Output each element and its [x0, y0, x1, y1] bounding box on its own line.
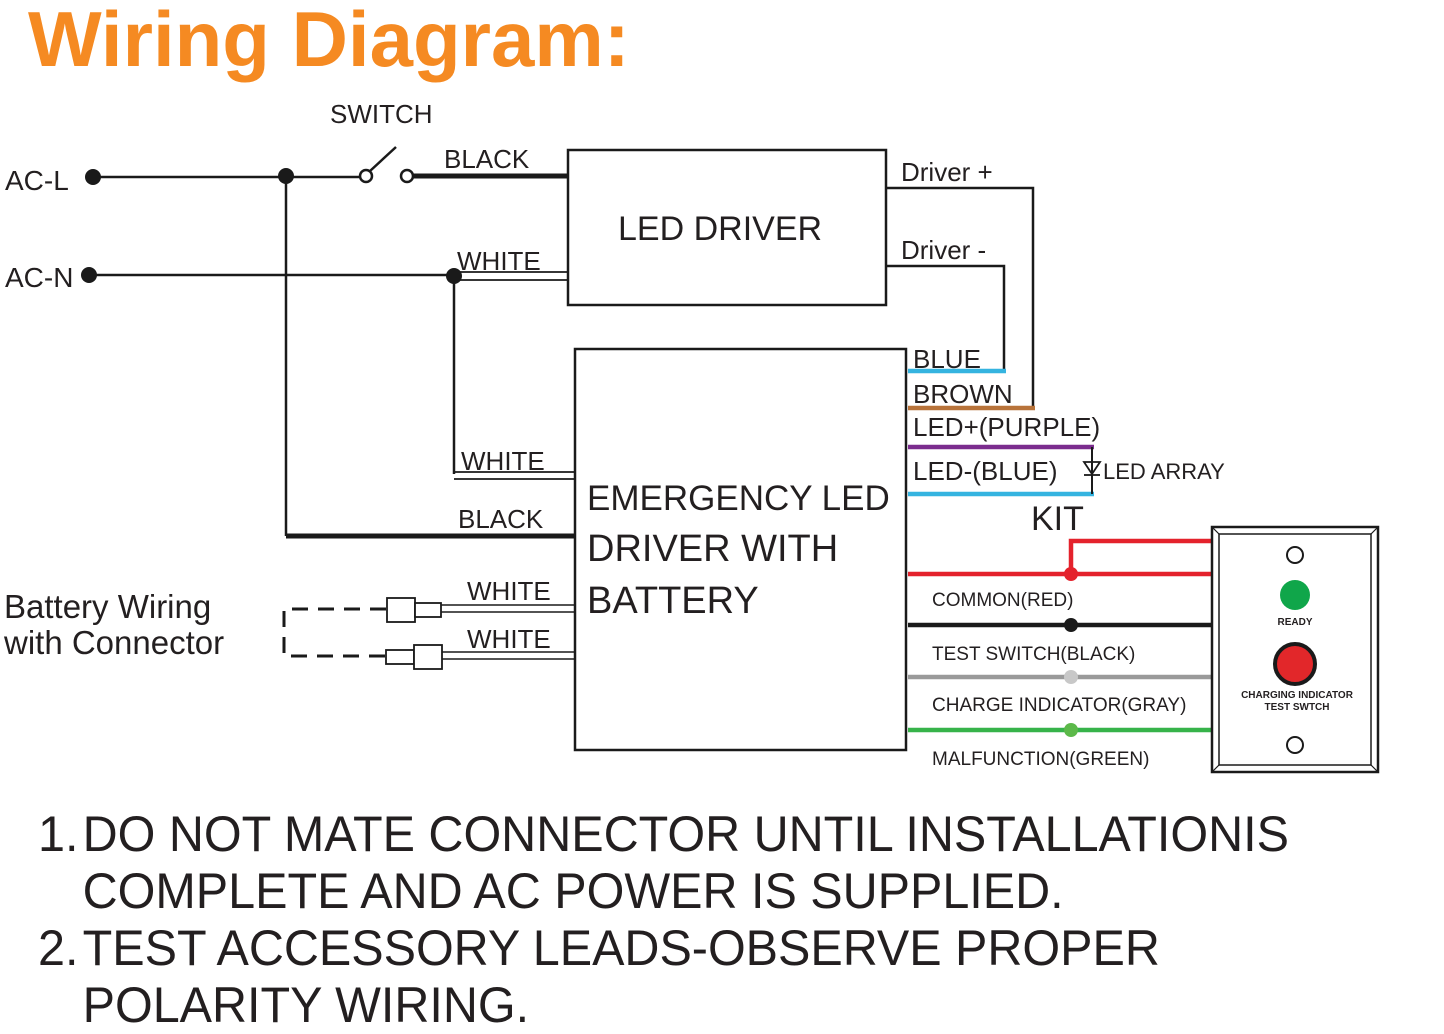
- driver-plus-wire: [886, 186, 1035, 406]
- led-diode-icon: [1082, 461, 1102, 476]
- driver-plus-label: Driver +: [901, 157, 993, 187]
- ac-l-label: AC-L: [5, 165, 69, 196]
- battery-white-label-1: WHITE: [467, 576, 551, 606]
- note-2-number: 2.: [38, 920, 79, 976]
- led-driver-label: LED DRIVER: [618, 210, 822, 248]
- driver-minus-label: Driver -: [901, 235, 986, 265]
- charging-indicator-label: CHARGING INDICATOR: [1241, 690, 1354, 701]
- note-2-line-2: POLARITY WIRING.: [82, 977, 530, 1033]
- plate-screw-bottom-icon: [1286, 736, 1304, 754]
- led-array-label: LED ARRAY: [1103, 459, 1225, 484]
- note-1-number: 1.: [38, 806, 79, 862]
- battery-dashed-wire: [282, 607, 386, 658]
- driver-minus-wire: [886, 264, 1006, 371]
- charge-indicator-gray-junction: [1064, 670, 1078, 684]
- battery-white-label-2: WHITE: [467, 624, 551, 654]
- kit-label: KIT: [1031, 500, 1084, 538]
- ac-n-label: AC-N: [5, 262, 73, 293]
- plate-screw-top-icon: [1286, 546, 1304, 564]
- led-minus-label: LED-(BLUE): [913, 456, 1057, 486]
- brown-output-label: BROWN: [913, 379, 1013, 409]
- battery-label-line-1: Battery Wiring: [4, 588, 211, 625]
- switch-label: SWITCH: [330, 99, 433, 129]
- common-red-junction: [1064, 567, 1078, 581]
- test-switch-black-junction: [1064, 618, 1078, 632]
- led-plus-label: LED+(PURPLE): [913, 412, 1100, 442]
- test-switch-black-label: TEST SWITCH(BLACK): [932, 644, 1135, 665]
- switch-lever: [369, 146, 397, 172]
- wiring-diagram: AC-L AC-N SWITCH BLACK WHITE WHITE BLACK…: [3, 99, 1380, 774]
- switch-contact-right: [399, 168, 415, 184]
- common-red-label: COMMON(RED): [932, 590, 1073, 611]
- ready-label: READY: [1277, 617, 1312, 628]
- malfunction-green-label: MALFUNCTION(GREEN): [932, 749, 1149, 770]
- ready-led-indicator: [1280, 580, 1310, 610]
- driver-black-label: BLACK: [444, 144, 530, 174]
- note-2-line-1: TEST ACCESSORY LEADS-OBSERVE PROPER: [82, 920, 1160, 976]
- battery-connector-2[interactable]: [385, 644, 443, 670]
- emergency-driver-label-line-2: DRIVER WITH: [587, 528, 838, 570]
- emergency-driver-box: [573, 347, 908, 752]
- note-1-line-1: DO NOT MATE CONNECTOR UNTIL INSTALLATION…: [82, 806, 1289, 862]
- charge-indicator-gray-label: CHARGE INDICATOR(GRAY): [932, 695, 1186, 716]
- switch-contact-left: [358, 168, 374, 184]
- battery-label-line-2: with Connector: [3, 624, 224, 661]
- diagram-title: Wiring Diagram:: [28, 0, 630, 83]
- driver-white-label: WHITE: [457, 246, 541, 276]
- note-1-line-2: COMPLETE AND AC POWER IS SUPPLIED.: [82, 863, 1064, 919]
- note-2: 2. TEST ACCESSORY LEADS-OBSERVE PROPER P…: [38, 920, 1396, 1034]
- emergency-white-label: WHITE: [461, 446, 545, 476]
- test-switch-label: TEST SWTCH: [1265, 702, 1330, 713]
- led-driver-box: [566, 148, 888, 307]
- malfunction-green-junction: [1064, 723, 1078, 737]
- installation-notes: 1. DO NOT MATE CONNECTOR UNTIL INSTALLAT…: [38, 806, 1396, 1034]
- emergency-black-label: BLACK: [458, 504, 544, 534]
- emergency-driver-label-line-1: EMERGENCY LED: [587, 479, 890, 518]
- emergency-driver-label-line-3: BATTERY: [587, 580, 759, 622]
- note-1: 1. DO NOT MATE CONNECTOR UNTIL INSTALLAT…: [38, 806, 1396, 920]
- battery-connector-1[interactable]: [386, 597, 442, 623]
- common-red-wire-upper: [1068, 538, 1212, 574]
- test-switch-button[interactable]: [1273, 642, 1317, 686]
